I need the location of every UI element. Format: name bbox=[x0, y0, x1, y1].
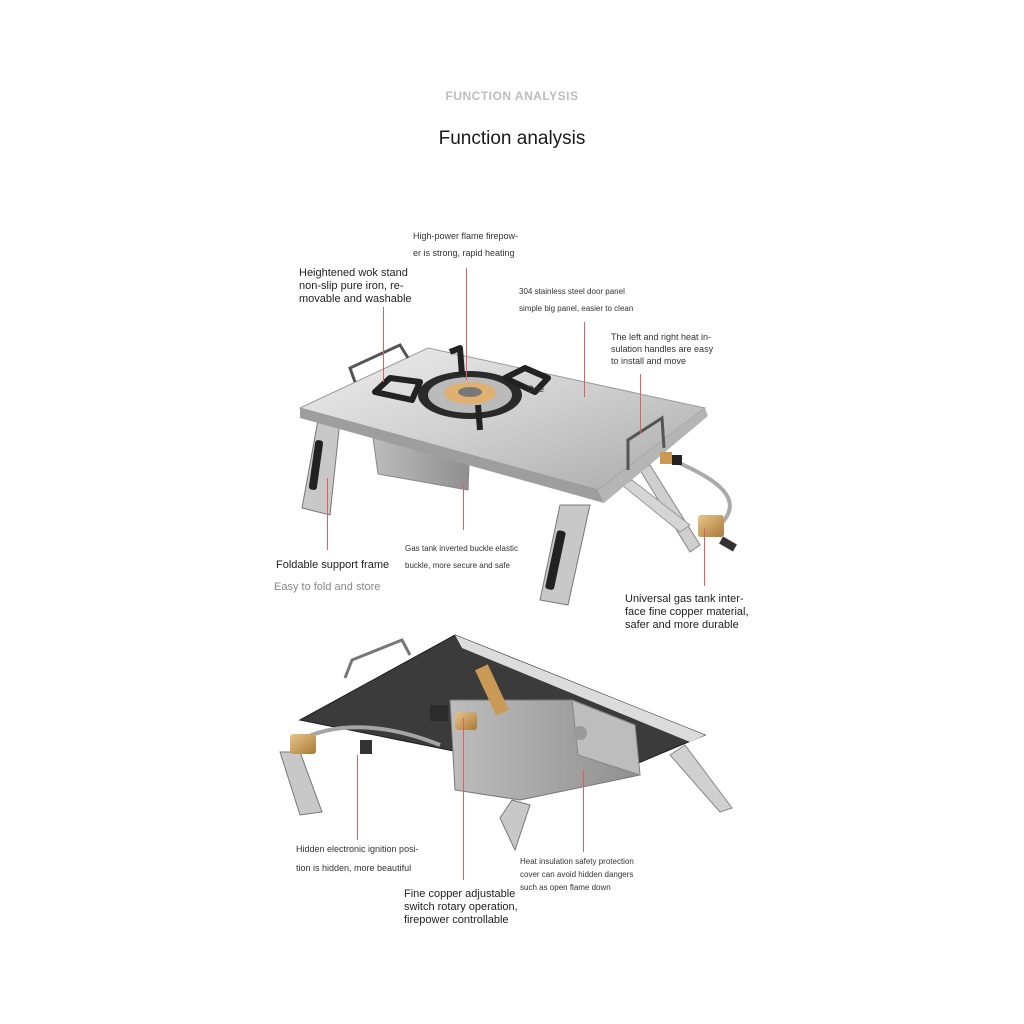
leader-line-wok-stand bbox=[383, 307, 384, 382]
steel-table-panel bbox=[298, 347, 708, 503]
leader-line-flame bbox=[466, 268, 467, 380]
callout-flame-line-1: High-power flame firepow- bbox=[413, 231, 519, 241]
left-handle bbox=[348, 343, 410, 383]
underside-gas-pipe bbox=[299, 725, 441, 747]
burner-base bbox=[573, 726, 587, 740]
callout-frame-sub: Easy to fold and store bbox=[274, 581, 381, 593]
callout-switch-line-1: Fine copper adjustable bbox=[404, 888, 516, 900]
leader-line-handles bbox=[640, 374, 641, 434]
callout-cover-line-2: cover can avoid hidden dangers bbox=[520, 870, 634, 879]
callout-wok-stand-line-1: Heightened wok stand bbox=[299, 267, 408, 279]
ignition-unit bbox=[290, 734, 372, 754]
callout-ignition-line-2: tion is hidden, more beautiful bbox=[296, 863, 412, 873]
callout-switch: Fine copper adjustable switch rotary ope… bbox=[404, 888, 518, 927]
callout-interface-line-2: face fine copper material, bbox=[625, 606, 749, 618]
callout-interface-line-1: Universal gas tank inter- bbox=[625, 593, 744, 605]
callout-wok-stand: Heightened wok stand non-slip pure iron,… bbox=[299, 267, 412, 306]
callout-frame: Foldable support frame bbox=[276, 559, 390, 571]
underside-leg-right bbox=[669, 744, 733, 813]
leader-line-frame bbox=[327, 478, 328, 550]
callout-gas-buckle-line-1: Gas tank inverted buckle elastic bbox=[405, 544, 518, 553]
callout-ignition-line-1: Hidden electronic ignition posi- bbox=[296, 844, 419, 854]
section-kicker: FUNCTION ANALYSIS bbox=[445, 89, 579, 103]
gas-valve bbox=[660, 452, 682, 465]
copper-switch bbox=[430, 664, 509, 730]
callout-gas-buckle-line-2: buckle, more secure and safe bbox=[405, 561, 510, 570]
callout-cover-line-3: such as open flame down bbox=[520, 883, 611, 892]
callout-ignition: Hidden electronic ignition posi- tion is… bbox=[296, 840, 419, 878]
underside-handle bbox=[343, 638, 412, 679]
underside-leg-left bbox=[279, 751, 323, 816]
callout-flame-line-2: er is strong, rapid heating bbox=[413, 248, 515, 258]
callout-handles-line-1: The left and right heat in- bbox=[611, 332, 712, 342]
callout-flame: High-power flame firepow- er is strong, … bbox=[413, 228, 518, 262]
callout-cover: Heat insulation safety protection cover … bbox=[520, 855, 634, 894]
leader-line-gas-buckle bbox=[463, 484, 464, 530]
callout-interface: Universal gas tank inter- face fine copp… bbox=[625, 593, 749, 632]
front-left-leg bbox=[301, 419, 341, 516]
gas-pipe bbox=[671, 458, 732, 527]
callout-handles: The left and right heat in- sulation han… bbox=[611, 331, 713, 367]
callout-panel: 304 stainless steel door panel simple bi… bbox=[519, 283, 633, 317]
right-handle bbox=[626, 415, 666, 470]
callout-interface-line-3: safer and more durable bbox=[625, 619, 739, 631]
callout-switch-line-2: switch rotary operation, bbox=[404, 901, 518, 913]
callout-switch-line-3: firepower controllable bbox=[404, 914, 509, 926]
callout-cover-line-1: Heat insulation safety protection bbox=[520, 857, 634, 866]
underside-leg-middle bbox=[499, 799, 531, 852]
leader-line-ignition bbox=[357, 755, 358, 840]
leader-line-interface bbox=[704, 528, 705, 586]
burner bbox=[418, 371, 522, 419]
leader-line-cover bbox=[583, 770, 584, 852]
callout-handles-line-2: sulation handles are easy bbox=[611, 344, 714, 354]
callout-wok-stand-line-3: movable and washable bbox=[299, 293, 412, 305]
callout-handles-line-3: to install and move bbox=[611, 356, 687, 366]
callout-gas-buckle: Gas tank inverted buckle elastic buckle,… bbox=[405, 540, 518, 574]
callout-panel-line-1: 304 stainless steel door panel bbox=[519, 287, 625, 296]
section-title: Function analysis bbox=[438, 128, 586, 149]
leader-line-panel bbox=[584, 322, 585, 397]
callout-wok-stand-line-2: non-slip pure iron, re- bbox=[299, 280, 404, 292]
front-right-leg bbox=[539, 504, 591, 606]
callout-panel-line-2: simple big panel, easier to clean bbox=[519, 304, 634, 313]
leader-line-switch bbox=[463, 718, 464, 880]
wok-stand bbox=[372, 345, 551, 431]
brand-mark: One bbox=[527, 384, 545, 394]
